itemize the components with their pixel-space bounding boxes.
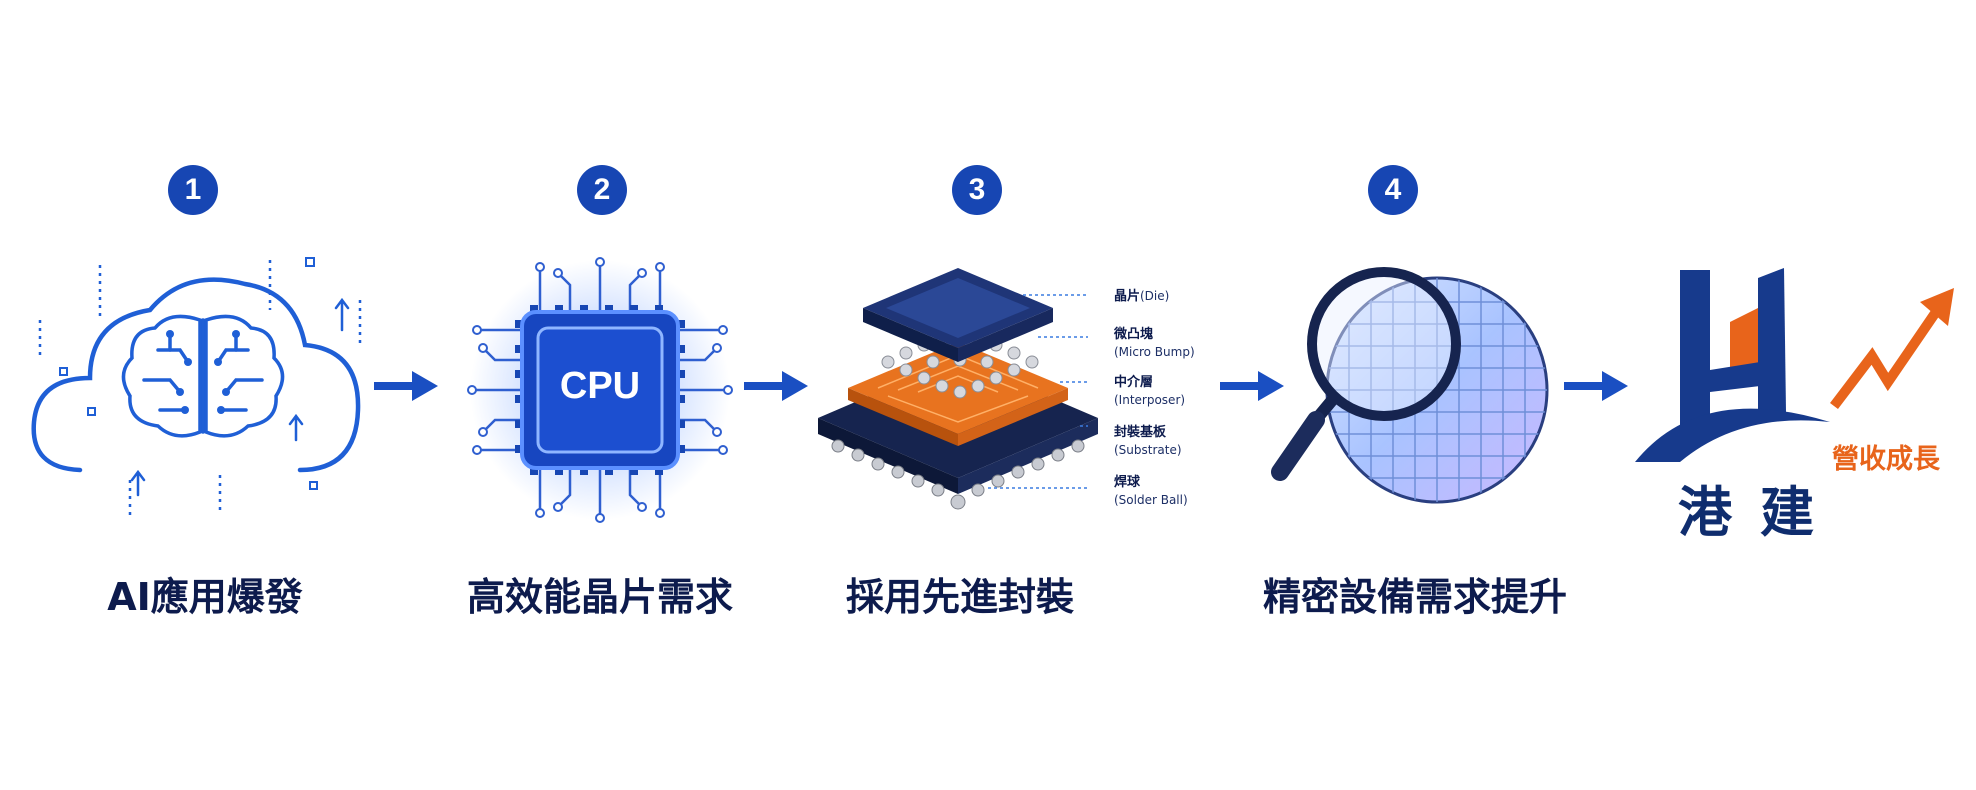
label-solderball-zh: 焊球 — [1114, 474, 1141, 490]
step-1-caption: AI應用爆發 — [107, 575, 303, 619]
step-2-caption: 高效能晶片需求 — [466, 575, 733, 619]
advanced-package-stack-icon — [818, 268, 1098, 510]
label-bump-zh: 微凸塊 — [1113, 326, 1153, 342]
magnifier-wafer-icon — [1271, 267, 1549, 504]
company-name: 港建 — [1678, 481, 1842, 544]
flow-arrow-4 — [1564, 371, 1628, 401]
cpu-label: CPU — [559, 365, 641, 407]
label-solderball-en: (Solder Ball) — [1114, 493, 1188, 507]
label-die-en: (Die) — [1140, 289, 1169, 303]
step-3-caption: 採用先進封裝 — [845, 575, 1074, 619]
step-4-caption: 精密設備需求提升 — [1262, 575, 1567, 619]
flow-arrow-3 — [1220, 371, 1284, 401]
label-interposer-zh: 中介層 — [1114, 374, 1153, 390]
ai-brain-cloud-icon — [31, 257, 362, 515]
label-substrate-en: (Substrate) — [1114, 443, 1182, 457]
rising-trend-arrow-icon — [1830, 288, 1954, 410]
package-layer-labels: 晶片 (Die) 微凸塊 (Micro Bump) 中介層 (Interpose… — [1113, 288, 1195, 507]
company-logo-icon — [1635, 268, 1830, 462]
label-interposer-en: (Interposer) — [1114, 393, 1185, 407]
step-1-number: 1 — [168, 165, 218, 215]
label-substrate-zh: 封裝基板 — [1114, 424, 1167, 440]
flow-arrow-2 — [744, 371, 808, 401]
label-bump-en: (Micro Bump) — [1114, 345, 1195, 359]
step-3-number: 3 — [952, 165, 1002, 215]
revenue-growth-label: 營收成長 — [1832, 444, 1940, 475]
step-4-number: 4 — [1368, 165, 1418, 215]
cpu-chip-icon — [467, 257, 733, 523]
step-2-number: 2 — [577, 165, 627, 215]
label-die-zh: 晶片 — [1114, 288, 1140, 304]
flow-arrow-1 — [374, 371, 438, 401]
